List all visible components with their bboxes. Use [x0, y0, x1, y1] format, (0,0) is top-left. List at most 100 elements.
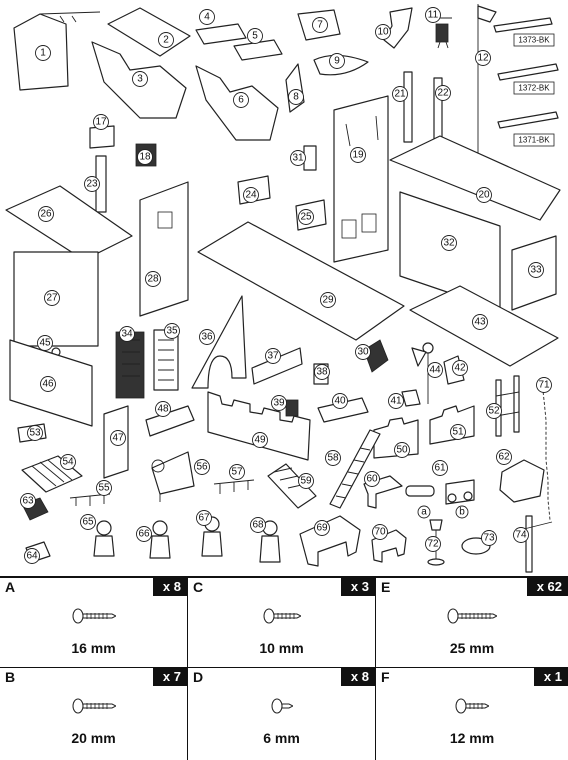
sub-label-text: b [459, 507, 465, 518]
part-21-shape [403, 71, 413, 143]
part-callout-53: 53 [27, 425, 43, 441]
callout-number: 39 [273, 398, 285, 409]
part-callout-71: 71 [536, 377, 552, 393]
callout-circle [119, 326, 135, 342]
part-74-shape [519, 515, 553, 573]
part-48-shape [145, 405, 195, 437]
part-callout-63: 63 [20, 493, 36, 509]
callout-circle [528, 262, 544, 278]
part-callout-8: 8 [288, 89, 304, 105]
hardware-cell-a: A x 8 16 mm [0, 578, 188, 668]
callout-number: 34 [121, 329, 133, 340]
hardware-legend: A x 8 16 mm C x 3 10 mm E x 62 25 mm B x… [0, 576, 568, 760]
hardware-count: x 1 [533, 668, 568, 686]
part-callout-5: 5 [247, 28, 263, 44]
hardware-cell-f: F x 1 12 mm [376, 668, 568, 760]
callout-number: 44 [429, 365, 441, 376]
hardware-count: x 8 [340, 668, 375, 686]
callout-circle [164, 323, 180, 339]
part-callout-51: 51 [450, 424, 466, 440]
part-11-shape [434, 17, 452, 49]
part-callout-55: 55 [96, 480, 112, 496]
callout-number: 10 [377, 27, 389, 38]
callout-number: 73 [483, 533, 495, 544]
part-56-shape [151, 451, 195, 502]
hardware-cell-b: B x 7 20 mm [0, 668, 188, 760]
part-2-shape [107, 7, 191, 57]
callout-number: 7 [317, 20, 323, 31]
callout-circle [194, 459, 210, 475]
callout-number: 33 [530, 265, 542, 276]
part-callout-2: 2 [158, 32, 174, 48]
callout-circle [441, 235, 457, 251]
callout-circle [486, 403, 502, 419]
callout-number: 70 [374, 527, 386, 538]
part-68-shape [259, 520, 281, 563]
part-callout-60: 60 [364, 471, 380, 487]
callout-number: 74 [515, 530, 527, 541]
callout-circle [475, 50, 491, 66]
screw-icon [72, 608, 116, 624]
bracket-tag-1373: 1373-BK [513, 33, 555, 47]
callout-circle [364, 471, 380, 487]
callout-number: 59 [300, 476, 312, 487]
part-44-shape [411, 342, 434, 404]
part-callout-17: 17 [93, 114, 109, 130]
callout-number: 35 [166, 326, 178, 337]
screw-icon [271, 698, 293, 714]
callout-circle [481, 530, 497, 546]
callout-number: 65 [82, 517, 94, 528]
callout-number: 52 [488, 406, 500, 417]
callout-circle [250, 517, 266, 533]
callout-number: 68 [252, 520, 264, 531]
hardware-letter: B [5, 669, 16, 685]
bracket-tag-label: 1372-BK [518, 84, 550, 93]
hardware-letter: C [193, 579, 204, 595]
hardware-letter: A [5, 579, 16, 595]
hardware-size: 16 mm [71, 640, 116, 656]
part-callout-69: 69 [314, 520, 330, 536]
callout-circle [332, 393, 348, 409]
part-1-shape [13, 11, 101, 91]
callout-number: 6 [238, 95, 244, 106]
part-37-shape [251, 347, 303, 385]
part-19-shape [333, 95, 389, 263]
part-callout-12: 12 [475, 50, 491, 66]
part-callout-74: 74 [513, 527, 529, 543]
part-callout-73: 73 [481, 530, 497, 546]
callout-circle [44, 290, 60, 306]
callout-number: 19 [352, 150, 364, 161]
callout-circle [155, 401, 171, 417]
callout-circle [425, 536, 441, 552]
part-34-shape [115, 331, 145, 399]
callout-number: 24 [245, 190, 257, 201]
callout-circle [394, 442, 410, 458]
callout-circle [452, 360, 468, 376]
callout-number: 71 [538, 380, 550, 391]
callout-circle [314, 364, 330, 380]
hardware-letter: E [381, 579, 391, 595]
callout-number: 58 [327, 453, 339, 464]
callout-number: 62 [498, 452, 510, 463]
callout-circle [312, 17, 328, 33]
callout-number: 1 [40, 48, 46, 59]
callout-number: 25 [300, 212, 312, 223]
part-callout-61: 61 [432, 460, 448, 476]
callout-number: 49 [254, 435, 266, 446]
callout-circle [199, 9, 215, 25]
hardware-size: 20 mm [71, 730, 116, 746]
part-callout-48: 48 [155, 401, 171, 417]
part-callout-30: 30 [355, 344, 371, 360]
part-callout-31: 31 [290, 150, 306, 166]
callout-number: 41 [390, 396, 402, 407]
part-callout-18: 18 [137, 149, 153, 165]
part-35-shape [153, 329, 179, 391]
callout-circle [320, 292, 336, 308]
callout-circle [96, 480, 112, 496]
part-41-shape [401, 389, 421, 407]
callout-circle [80, 514, 96, 530]
callout-circle [476, 187, 492, 203]
callout-circle [388, 393, 404, 409]
hardware-count: x 3 [340, 578, 375, 596]
hardware-size: 12 mm [449, 730, 495, 746]
